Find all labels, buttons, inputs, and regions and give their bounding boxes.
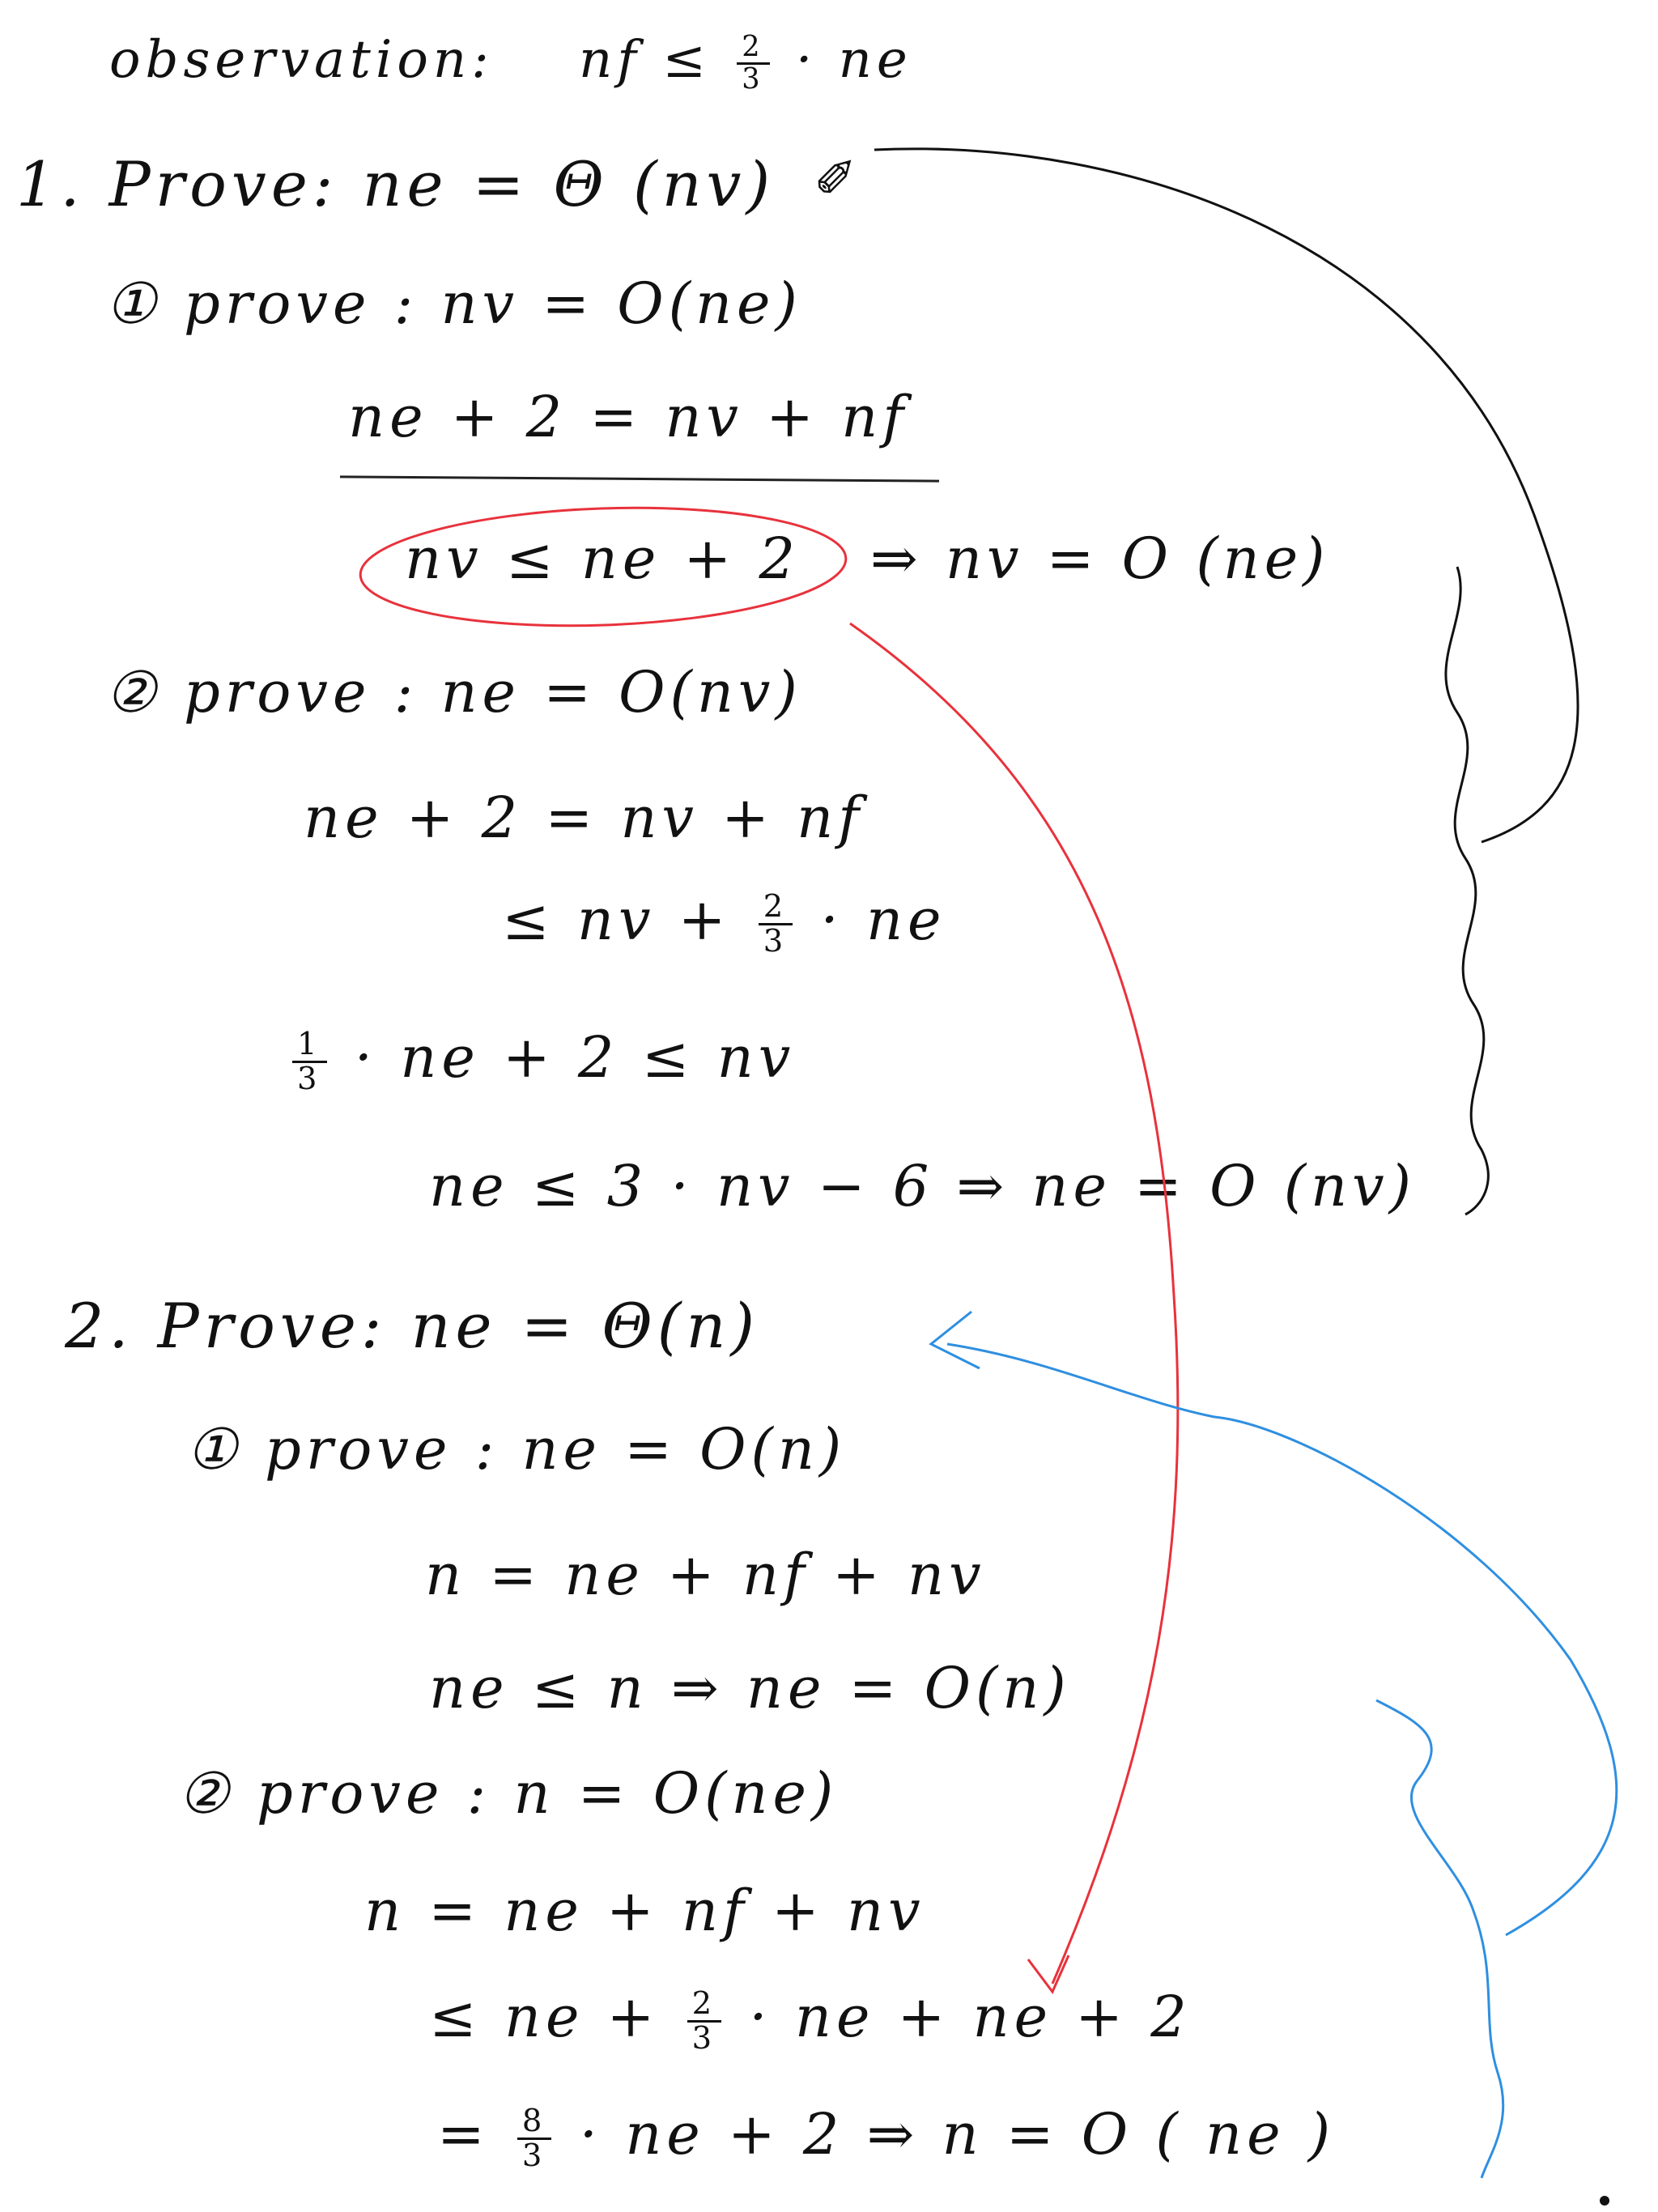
part1-step2-eq2: ≤ nv + 2 3 · ne bbox=[502, 890, 946, 960]
observation-rhs: · ne bbox=[795, 29, 912, 90]
red-arrow-line bbox=[849, 622, 1180, 1984]
derivation-rule bbox=[339, 475, 940, 483]
part1-step2-eq4: ne ≤ 3 · nv − 6 ⇒ ne = O (nv) bbox=[429, 1153, 1416, 1219]
part1-step1-conclusion: ⇒ nv = O (ne) bbox=[870, 525, 1330, 592]
part2-step1-eq1: n = ne + nf + nv bbox=[425, 1542, 986, 1608]
part2-step2-eq2-suffix: · ne + ne + 2 bbox=[749, 1983, 1192, 2050]
frac-den: 3 bbox=[297, 1061, 322, 1098]
part2-step2-eq3-suffix: · ne + 2 ⇒ n = O ( ne ) bbox=[579, 2100, 1336, 2167]
part1-step2-heading: ② prove : ne = O(nv) bbox=[105, 659, 802, 725]
part1-step2-eq3-fraction: 1 3 bbox=[292, 1027, 327, 1098]
observation-lhs: nf ≤ bbox=[579, 29, 711, 90]
frac-num: 2 bbox=[687, 1987, 722, 2023]
frac-num: 2 bbox=[758, 890, 793, 926]
part2-step2-eq3: = 8 3 · ne + 2 ⇒ n = O ( ne ) bbox=[437, 2104, 1335, 2175]
part1-step1-eq2: nv ≤ ne + 2 bbox=[405, 525, 800, 592]
part1-step2-eq2-suffix: · ne bbox=[820, 886, 946, 953]
part1-step2-eq3-suffix: · ne + 2 ≤ nv bbox=[354, 1023, 796, 1091]
observation-frac-num: 2 bbox=[737, 32, 770, 65]
black-arrow-curve bbox=[874, 147, 1579, 844]
frac-den: 3 bbox=[521, 2138, 547, 2175]
part1-step2-eq2-fraction: 2 3 bbox=[758, 890, 793, 960]
observation-label: observation: bbox=[109, 29, 494, 90]
frac-num: 1 bbox=[292, 1027, 327, 1064]
part2-step1-eq2: ne ≤ n ⇒ ne = O(n) bbox=[429, 1655, 1071, 1721]
ink-dot bbox=[1600, 2196, 1609, 2206]
part1-step1-heading: ① prove : nv = O(ne) bbox=[105, 270, 802, 337]
observation-frac-den: 3 bbox=[742, 62, 765, 96]
observation-line: observation: nf ≤ 2 3 · ne bbox=[109, 32, 912, 95]
part2-step2-eq2: ≤ ne + 2 3 · ne + ne + 2 bbox=[429, 1987, 1192, 2057]
part2-step2-eq2-fraction: 2 3 bbox=[687, 1987, 722, 2057]
part1-step2-eq3: 1 3 · ne + 2 ≤ nv bbox=[287, 1027, 795, 1098]
pencil-icon: ✐ bbox=[814, 150, 857, 210]
part2-step2-eq3-fraction: 8 3 bbox=[517, 2104, 552, 2175]
black-wavy-brace bbox=[1444, 566, 1490, 1216]
part1-heading: 1. Prove: ne = Θ (nv) bbox=[16, 148, 776, 220]
blue-arrowhead bbox=[929, 1310, 980, 1370]
frac-num: 8 bbox=[517, 2104, 552, 2141]
part2-step2-heading: ② prove : n = O(ne) bbox=[178, 1760, 839, 1827]
part1-step1-eq1: ne + 2 = nv + nf bbox=[348, 384, 909, 450]
observation-fraction: 2 3 bbox=[737, 32, 770, 96]
part1-step2-eq1: ne + 2 = nv + nf bbox=[304, 785, 865, 851]
blue-wavy-brace bbox=[1375, 1699, 1505, 2179]
part2-step2-eq1: n = ne + nf + nv bbox=[364, 1878, 925, 1944]
part2-step2-eq3-prefix: = bbox=[437, 2100, 490, 2167]
part2-step2-eq2-prefix: ≤ ne + bbox=[429, 1983, 660, 2050]
part2-step1-heading: ① prove : ne = O(n) bbox=[186, 1416, 847, 1482]
frac-den: 3 bbox=[763, 923, 789, 960]
part2-heading: 2. Prove: ne = Θ(n) bbox=[65, 1290, 760, 1362]
blue-arrow-line bbox=[946, 1342, 1618, 1937]
part1-step2-eq2-prefix: ≤ nv + bbox=[502, 886, 731, 953]
frac-den: 3 bbox=[691, 2020, 717, 2057]
